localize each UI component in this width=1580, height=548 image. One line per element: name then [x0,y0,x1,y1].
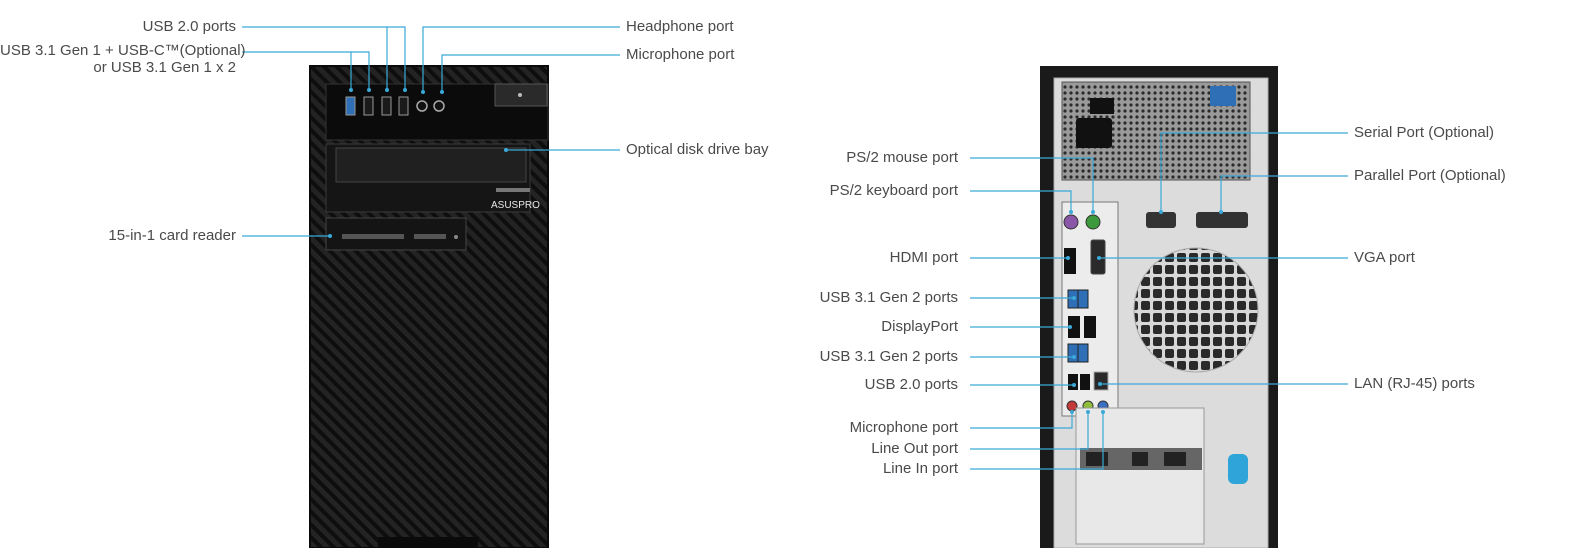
label-front-microphone: Microphone port [626,46,735,63]
leader-front-mic [441,54,620,92]
serial-port [1146,212,1176,228]
rear-displayport-2 [1084,316,1096,338]
ps2-keyboard-jack [1063,214,1079,230]
label-lan: LAN (RJ-45) ports [1354,375,1475,392]
label-displayport: DisplayPort [881,318,958,335]
rear-hdmi [1064,248,1076,274]
expansion-slots [1075,407,1205,545]
leader-front-usb20-b [387,26,406,90]
leader-line-out [970,412,1089,450]
leader-mic-rear [970,412,1073,429]
label-headphone: Headphone port [626,18,734,35]
front-headphone-jack [416,100,428,112]
leader-dots [328,88,1223,414]
label-vga: VGA port [1354,249,1415,266]
label-ps2-mouse: PS/2 mouse port [846,149,958,166]
leader-line-in [970,412,1104,470]
fan-grill [1133,247,1259,373]
label-serial: Serial Port (Optional) [1354,124,1495,141]
rear-lan [1093,371,1109,391]
label-hdmi: HDMI port [889,249,958,266]
leader-ps2-keyboard [970,190,1072,212]
front-usb-ports [345,96,409,116]
label-usb31-gen2-b: USB 3.1 Gen 2 ports [819,348,958,365]
label-front-usb31-line1: USB 3.1 Gen 1 + USB-C™(Optional) [0,42,246,59]
label-parallel: Parallel Port (Optional) [1354,167,1506,184]
label-rear-usb20: USB 2.0 ports [864,376,958,393]
front-mic-jack [433,100,445,112]
rear-displayport-1 [1068,316,1080,338]
brand-logo: ASUSPRO [491,200,540,211]
label-front-usb20: USB 2.0 ports [142,18,236,35]
leader-front-usb31-b [351,51,370,90]
leader-headphone [422,26,620,92]
kensington-latch [1228,454,1248,484]
label-optical-bay: Optical disk drive bay [626,141,769,158]
label-line-out: Line Out port [871,440,958,457]
parallel-port [1196,212,1248,228]
rear-tower [1040,66,1278,548]
label-line-in: Line In port [882,460,958,477]
leader-serial [1160,132,1348,212]
label-front-usb31-line2: or USB 3.1 Gen 1 x 2 [93,59,236,76]
label-card-reader: 15-in-1 card reader [108,227,236,244]
ps2-mouse-jack [1085,214,1101,230]
leader-ps2-mouse [970,157,1094,212]
power-socket [1076,118,1112,148]
leader-lines [242,26,1348,470]
front-tower [309,65,549,548]
label-ps2-keyboard: PS/2 keyboard port [829,182,958,199]
label-usb31-gen2-a: USB 3.1 Gen 2 ports [819,289,958,306]
leader-parallel [1220,175,1348,212]
label-rear-microphone: Microphone port [849,419,958,436]
